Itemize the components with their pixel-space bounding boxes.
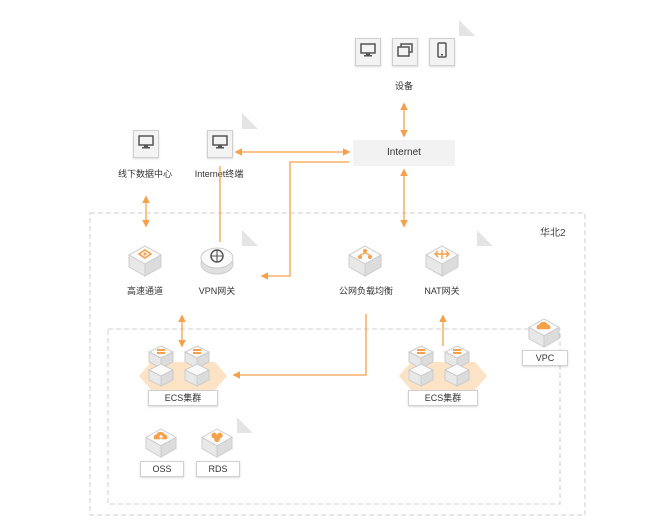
nat-gateway-icon: [424, 245, 460, 277]
express-connect-label: 高速通道: [126, 286, 163, 296]
desktop-device-icon: [355, 38, 381, 66]
vpn-gateway-label: VPN网关: [198, 286, 236, 296]
internet-label: Internet: [387, 147, 421, 158]
rds-label: RDS: [208, 464, 228, 474]
devices-label: 设备: [394, 81, 413, 91]
vpc-icon: [527, 318, 561, 348]
internet-services-card: [319, 230, 493, 312]
internet-node: Internet: [353, 140, 455, 166]
ecs-left-label-chip: ECS集群: [148, 390, 218, 406]
ecs-left-label: ECS集群: [164, 393, 202, 403]
ecs-right-label-chip: ECS集群: [408, 390, 478, 406]
nat-gateway-label: NAT网关: [424, 286, 460, 296]
vpc-label-chip: VPC: [522, 350, 568, 366]
offline-dc-monitor-icon: [133, 130, 159, 158]
region-huabei2-boundary: [89, 212, 586, 516]
region-label: 华北2: [540, 228, 566, 239]
rds-icon: [200, 428, 234, 458]
ecs-cluster-left-icon: [139, 345, 227, 390]
mobile-device-icon: [429, 38, 455, 66]
windows-device-icon: [392, 38, 418, 66]
slb-icon: [347, 245, 383, 277]
ecs-cluster-right-icon: [399, 345, 487, 390]
offline-dc-label: 线下数据中心: [117, 169, 172, 179]
onprem-card: [108, 113, 258, 193]
slb-label: 公网负载均衡: [338, 286, 393, 296]
oss-label: OSS: [152, 464, 172, 474]
rds-label-chip: RDS: [196, 461, 240, 477]
internet-terminal-label: Internet终端: [194, 169, 244, 179]
vpn-gateway-icon: [200, 247, 234, 275]
express-connect-icon: [127, 245, 163, 277]
internet-terminal-monitor-icon: [207, 130, 233, 158]
oss-icon: [144, 428, 178, 458]
oss-label-chip: OSS: [140, 461, 184, 477]
ecs-right-label: ECS集群: [424, 393, 462, 403]
vpc-label: VPC: [535, 353, 555, 363]
